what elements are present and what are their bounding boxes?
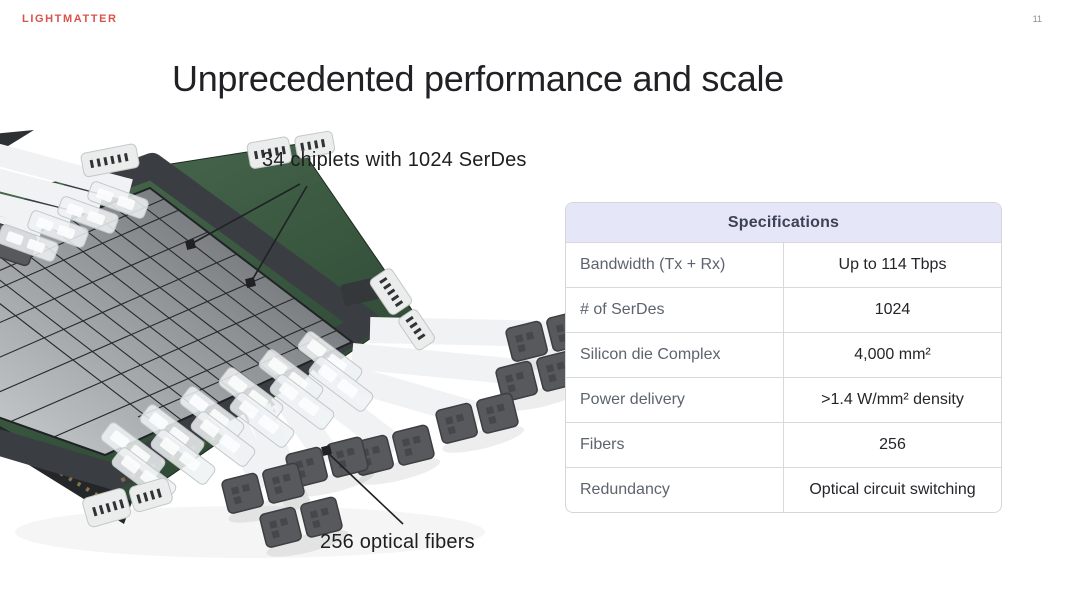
spec-label: # of SerDes (566, 287, 784, 333)
fiber-plug-pairs (221, 310, 595, 557)
corner-bracket-topleft (80, 143, 140, 178)
chiplets-annotation: 34 chiplets with 1024 SerDes (262, 149, 527, 171)
ground-shadow (15, 506, 485, 558)
spec-value: 4,000 mm² (783, 332, 1001, 378)
fibers-annotation: 256 optical fibers (320, 531, 475, 553)
corner-bracket-top (246, 130, 336, 169)
chiplets-annotation-lines (185, 183, 308, 288)
spec-value: Optical circuit switching (783, 467, 1001, 512)
spec-row: Redundancy Optical circuit switching (566, 467, 1001, 512)
spec-label: Redundancy (566, 467, 784, 512)
spec-label: Fibers (566, 422, 784, 468)
chip-figure (0, 130, 595, 570)
spec-row: Fibers 256 (566, 422, 1001, 468)
page-number: 11 (1032, 14, 1042, 24)
spec-table-header-row: Specifications (566, 203, 1001, 243)
corner-bracket-bottom (82, 477, 173, 528)
spec-label: Power delivery (566, 377, 784, 423)
spec-row: Power delivery >1.4 W/mm² density (566, 377, 1001, 423)
spec-table-title: Specifications (566, 203, 1001, 243)
spec-value: 256 (783, 422, 1001, 468)
spec-value: >1.4 W/mm² density (783, 377, 1001, 423)
spec-row: # of SerDes 1024 (566, 287, 1001, 333)
chip-illustration (0, 130, 595, 558)
spec-row: Bandwidth (Tx + Rx) Up to 114 Tbps (566, 242, 1001, 288)
fibers-annotation-line (321, 445, 404, 525)
spec-value: 1024 (783, 287, 1001, 333)
corner-bracket-right (369, 268, 435, 351)
spec-value: Up to 114 Tbps (783, 242, 1001, 288)
spec-table: Specifications Bandwidth (Tx + Rx) Up to… (565, 202, 1002, 513)
spec-label: Silicon die Complex (566, 332, 784, 378)
lightmatter-logo: LIGHTMATTER (22, 13, 118, 25)
slide-title: Unprecedented performance and scale (172, 58, 784, 99)
spec-row: Silicon die Complex 4,000 mm² (566, 332, 1001, 378)
spec-label: Bandwidth (Tx + Rx) (566, 242, 784, 288)
